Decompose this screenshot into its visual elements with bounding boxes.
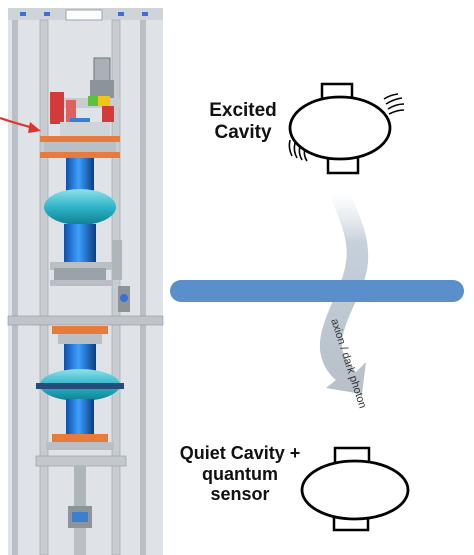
excited-cavity-schematic xyxy=(288,82,405,175)
excited-label-line2: Cavity xyxy=(214,121,272,143)
shielding-barrier xyxy=(170,280,464,302)
quiet-cavity-label: Quiet Cavity + quantum sensor xyxy=(170,443,310,505)
vibration-marks-bottom-left xyxy=(288,139,308,162)
quiet-label-line2: quantum xyxy=(202,463,278,484)
red-pointer-arrow xyxy=(0,116,41,133)
quiet-label-line3: sensor xyxy=(210,484,270,505)
quiet-label-line1: Quiet Cavity + xyxy=(179,443,301,463)
quiet-cavity-schematic xyxy=(300,446,410,532)
excited-cavity-label: Excited Cavity xyxy=(198,100,288,144)
cryostat-apparatus-illustration xyxy=(7,8,164,555)
excited-label-line1: Excited xyxy=(209,100,277,121)
vibration-marks-top-right xyxy=(383,93,405,115)
